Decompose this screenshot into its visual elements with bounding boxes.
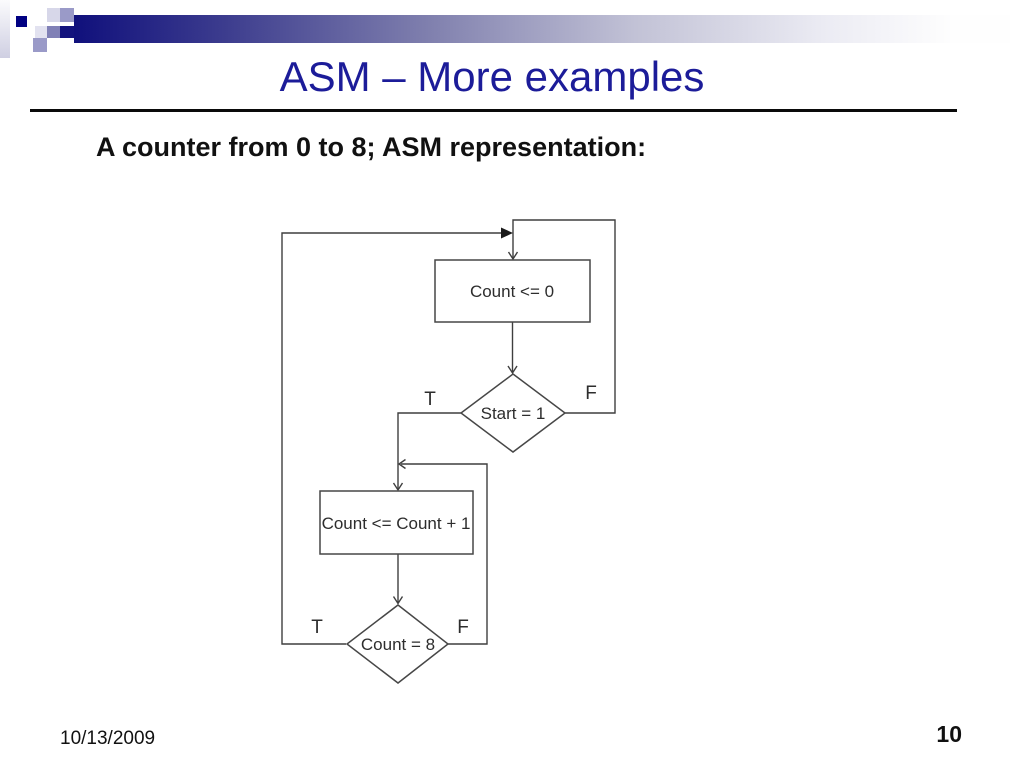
node-init-label: Count <= 0	[470, 282, 554, 301]
page-number: 10	[936, 721, 962, 747]
decorative-square	[35, 26, 47, 38]
decorative-square	[47, 26, 60, 38]
node-count8-decision-diamond	[345, 604, 450, 684]
decorative-gradient-bar	[74, 15, 1010, 43]
arrowhead-left-icon	[397, 458, 406, 470]
decorative-square	[16, 16, 27, 27]
arrowhead-down-icon	[507, 251, 519, 261]
node-init-box	[434, 259, 591, 323]
title-underline	[30, 109, 957, 112]
branch-label-start-true: T	[424, 389, 436, 410]
arrowhead-right-icon	[501, 227, 513, 239]
decorative-square	[60, 26, 74, 38]
branch-label-start-false: F	[585, 383, 597, 404]
decorative-square	[33, 38, 47, 52]
branch-label-count-false: F	[457, 617, 469, 638]
node-count8-label: Count = 8	[361, 635, 435, 654]
edge-start-false-loop	[512, 219, 616, 414]
arrowhead-down-icon	[392, 596, 404, 605]
arrowhead-down-icon	[507, 365, 518, 375]
edge-count8-true-feedback	[281, 232, 503, 645]
decorative-square	[60, 8, 74, 22]
footer-date: 10/13/2009	[60, 728, 156, 749]
arrowhead-down-icon	[392, 482, 404, 492]
node-increment-box	[319, 490, 474, 555]
asm-flowchart: Count <= 0 Start = 1 Count <= Count + 1 …	[281, 219, 616, 684]
slide-subtitle: A counter from 0 to 8; ASM representatio…	[96, 132, 647, 162]
branch-label-count-true: T	[311, 617, 323, 638]
edge-start-true	[397, 412, 462, 489]
node-start-label: Start = 1	[481, 404, 546, 423]
edge-count8-false-loop	[401, 463, 488, 645]
decorative-side-strip	[0, 0, 10, 58]
node-start-decision-diamond	[459, 373, 567, 453]
decorative-square	[47, 8, 60, 22]
slide-title: ASM – More examples	[279, 53, 705, 100]
node-increment-label: Count <= Count + 1	[322, 514, 471, 533]
